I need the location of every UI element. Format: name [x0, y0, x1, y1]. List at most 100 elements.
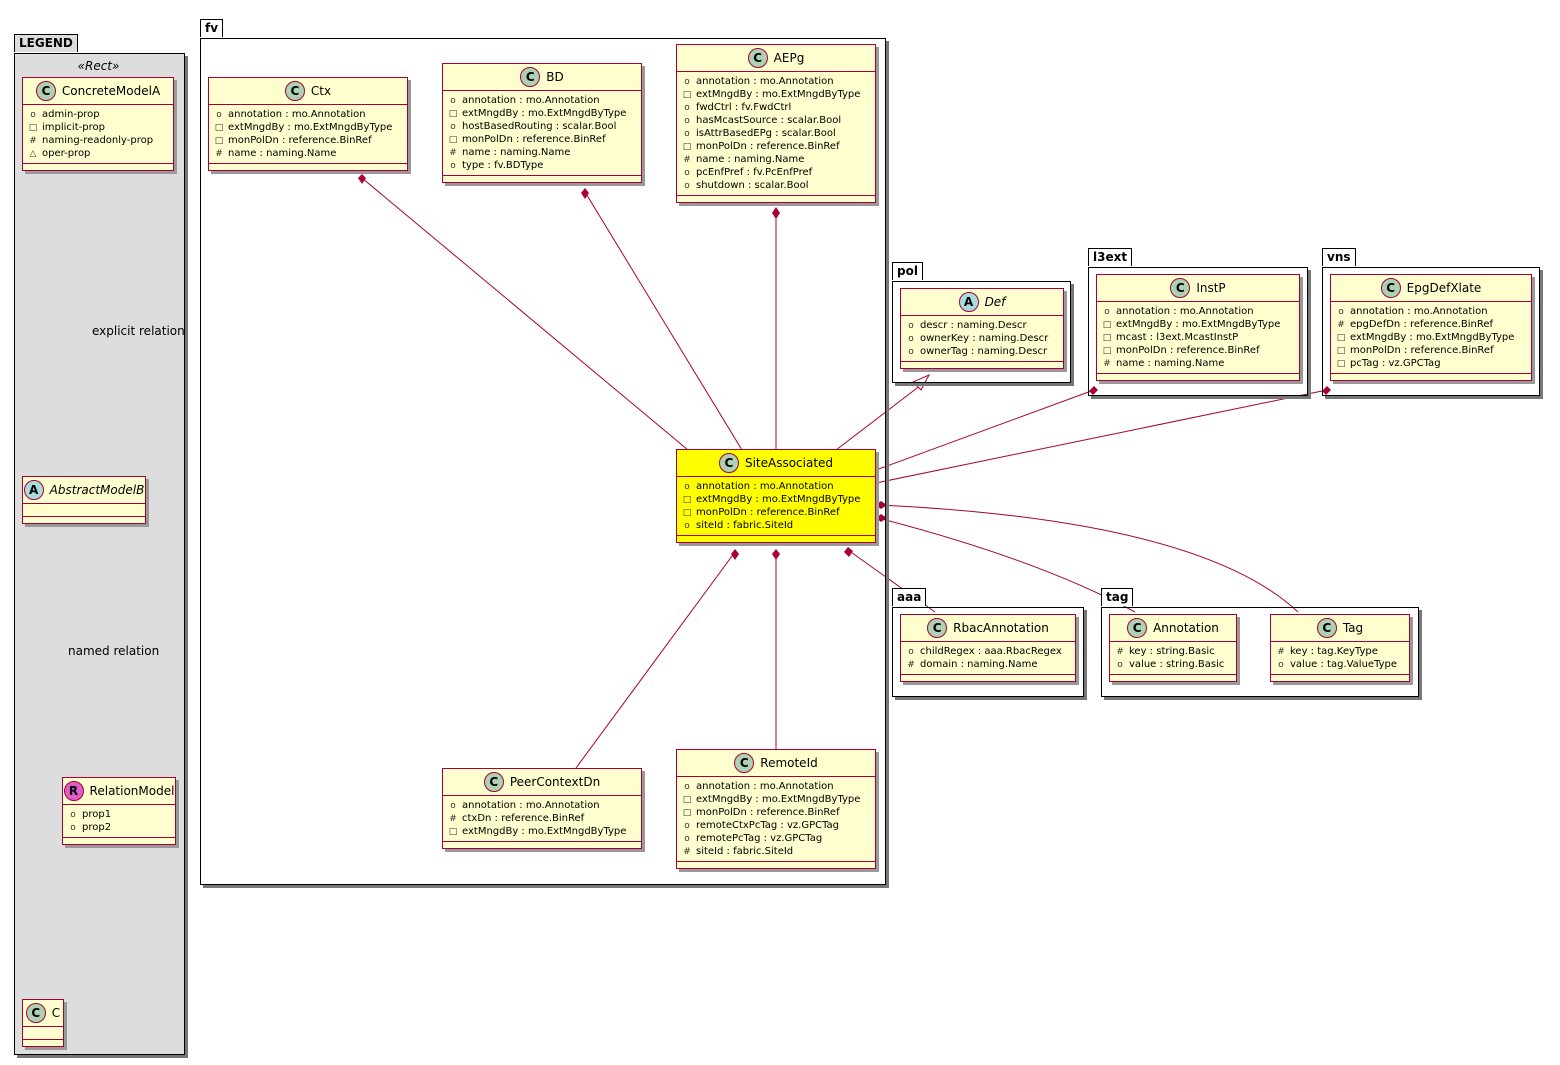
attribute: extMngdBy : mo.ExtMngdByType [228, 122, 393, 133]
class-icon: C [35, 81, 56, 101]
visibility-marker: □ [682, 507, 692, 518]
visibility-marker: o [684, 781, 690, 792]
visibility-marker: o [450, 160, 456, 171]
class-name: RemoteId [760, 756, 818, 770]
legend-package-tab: LEGEND [14, 34, 78, 52]
attribute: domain : naming.Name [920, 659, 1038, 670]
attribute: remotePcTag : vz.GPCTag [696, 833, 823, 844]
ctx-diamond [358, 174, 366, 184]
visibility-marker: o [1278, 659, 1284, 670]
fv-package-tab: fv [200, 19, 224, 37]
attribute: type : fv.BDType [462, 160, 544, 171]
class-icon: C [734, 753, 755, 773]
attribute: mcast : l3ext.McastInstP [1116, 332, 1239, 343]
visibility-marker: # [215, 148, 223, 159]
attribute: admin-prop [42, 109, 100, 120]
explicit-relation-label: explicit relation [92, 324, 185, 338]
visibility-marker: o [684, 520, 690, 531]
pol-package [892, 281, 1071, 383]
vns-package [1322, 267, 1540, 396]
attribute: prop1 [82, 809, 112, 820]
attribute: ownerTag : naming.Descr [920, 346, 1048, 357]
attribute: annotation : mo.Annotation [696, 781, 834, 792]
named-relation-label: named relation [68, 644, 160, 658]
visibility-marker: o [908, 346, 914, 357]
class-name: Ctx [310, 84, 332, 98]
visibility-marker: o [70, 822, 76, 833]
attribute: monPolDn : reference.BinRef [696, 141, 840, 152]
visibility-marker: △ [29, 148, 37, 159]
legend-stereotype: «Rect» [77, 59, 120, 73]
ctx-site-edge [361, 177, 689, 451]
class-name: InstP [1196, 281, 1226, 295]
attribute: implicit-prop [42, 122, 105, 133]
tag-package-tab: tag [1101, 588, 1134, 606]
attribute: hostBasedRouting : scalar.Bool [462, 121, 617, 132]
class-name: C [51, 1006, 61, 1020]
pol-package-tab: pol [892, 262, 923, 280]
class-name: Annotation [1153, 621, 1219, 635]
site-peer-diamond [731, 549, 739, 560]
visibility-marker: □ [28, 122, 38, 133]
visibility-marker: # [1337, 319, 1345, 330]
attribute: name : naming.Name [462, 147, 571, 158]
visibility-marker: # [683, 154, 691, 165]
attribute: monPolDn : reference.BinRef [696, 807, 840, 818]
attribute: childRegex : aaa.RbacRegex [920, 646, 1062, 657]
visibility-marker: □ [1102, 332, 1112, 343]
attribute: oper-prop [42, 148, 91, 159]
class-name: Tag [1342, 621, 1364, 635]
vns-package-tab: vns [1322, 248, 1356, 266]
attribute: key : string.Basic [1129, 646, 1215, 657]
attribute: annotation : mo.Annotation [1116, 306, 1254, 317]
attribute: fwdCtrl : fv.FwdCtrl [696, 102, 792, 113]
visibility-marker: □ [682, 494, 692, 505]
visibility-marker: # [449, 147, 457, 158]
visibility-marker: □ [1102, 345, 1112, 356]
class-icon: C [1127, 618, 1148, 638]
class-icon: C [25, 1003, 46, 1023]
class-icon: C [520, 67, 541, 87]
visibility-marker: o [450, 95, 456, 106]
attribute: extMngdBy : mo.ExtMngdByType [1116, 319, 1281, 330]
instp-diamond [1089, 386, 1098, 395]
attribute: extMngdBy : mo.ExtMngdByType [1350, 332, 1515, 343]
visibility-marker: □ [1336, 332, 1346, 343]
attribute: isAttrBasedEPg : scalar.Bool [696, 128, 836, 139]
attribute: descr : naming.Descr [920, 320, 1027, 331]
instp-site-edge [875, 389, 1095, 471]
visibility-marker: □ [1102, 319, 1112, 330]
def-site-inheritance-edge [835, 384, 922, 451]
attribute: value : string.Basic [1129, 659, 1225, 670]
class-name: RbacAnnotation [953, 621, 1049, 635]
class-icon: C [718, 453, 739, 473]
visibility-marker: o [684, 180, 690, 191]
visibility-marker: □ [682, 807, 692, 818]
abstract-icon: A [23, 480, 44, 500]
attribute: siteId : fabric.SiteId [696, 846, 794, 857]
visibility-marker: o [684, 833, 690, 844]
visibility-marker: o [684, 481, 690, 492]
attribute: annotation : mo.Annotation [1350, 306, 1488, 317]
epg-site-edge [875, 389, 1328, 484]
visibility-marker: # [1103, 358, 1111, 369]
class-icon: C [747, 48, 768, 68]
aepg-diamond [772, 207, 780, 219]
attribute: monPolDn : reference.BinRef [1350, 345, 1494, 356]
visibility-marker: □ [214, 135, 224, 146]
class-name: Def [984, 295, 1006, 309]
visibility-marker: # [449, 813, 457, 824]
class-name: PeerContextDn [509, 775, 601, 789]
visibility-marker: # [907, 659, 915, 670]
attribute: pcEnfPref : fv.PcEnfPref [696, 167, 813, 178]
visibility-marker: o [684, 128, 690, 139]
visibility-marker: □ [448, 108, 458, 119]
